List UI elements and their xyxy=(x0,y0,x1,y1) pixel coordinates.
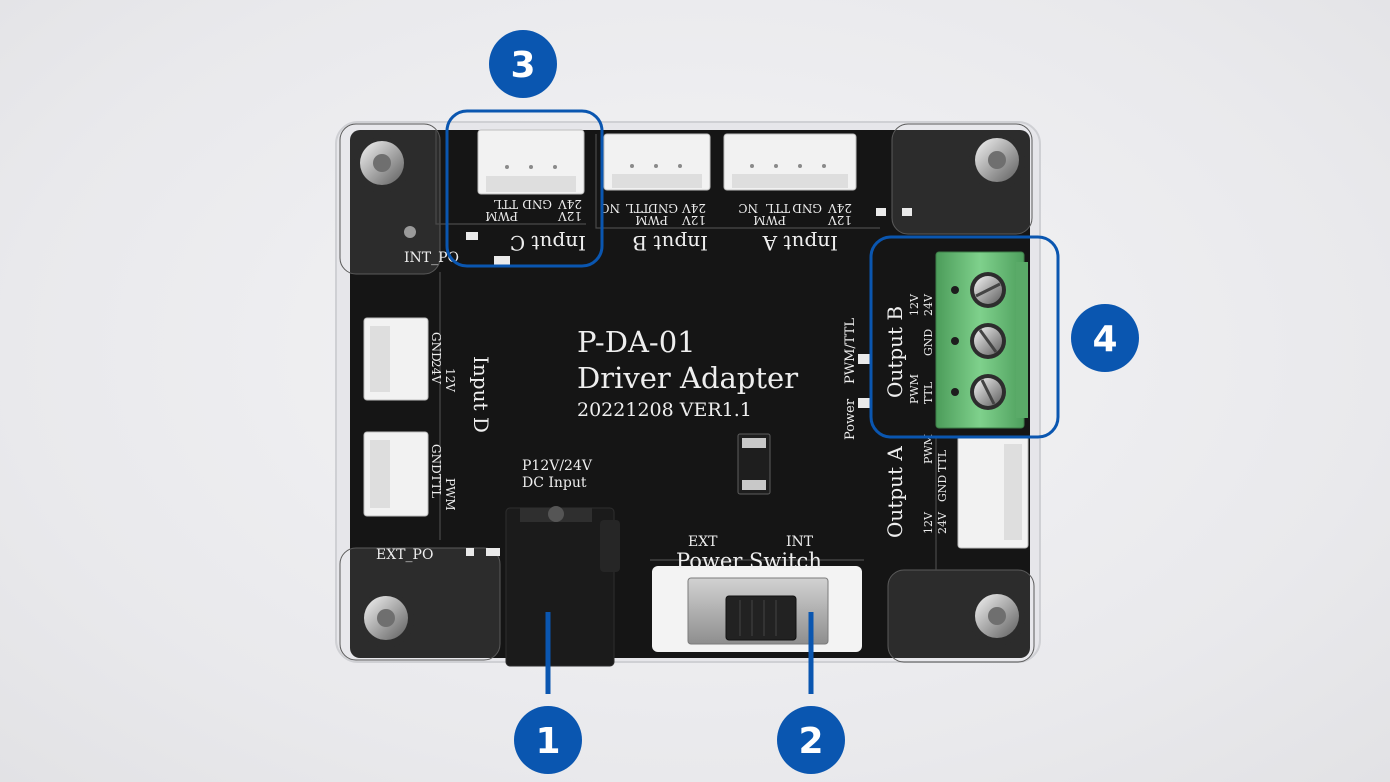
output-b-pin-12v: 12V xyxy=(908,293,921,316)
output-b-pin-pwm: PWM xyxy=(908,374,921,404)
input-c-pin-gnd: GND xyxy=(522,197,552,211)
screw-bl xyxy=(358,592,414,648)
input-a-pin-24v: 24V xyxy=(828,201,852,215)
input-c-pin-ttl: TTL xyxy=(494,197,518,211)
connector-input-b xyxy=(603,133,711,191)
input-c-pin-pwm: PWM xyxy=(485,209,518,223)
input-c-label: Input C xyxy=(510,231,586,255)
led-pwm-ttl xyxy=(858,354,872,364)
input-d-pin-24v: 24V xyxy=(429,360,443,384)
dc-input-label-2: DC Input xyxy=(522,475,587,491)
dc-barrel-jack xyxy=(505,506,620,667)
callout-number-2: 2 xyxy=(798,721,823,762)
input-a-pin-ttl: TTL xyxy=(766,201,790,215)
led-power xyxy=(858,398,872,408)
callout-badge-1: 1 xyxy=(514,706,582,774)
connector-input-a xyxy=(723,133,857,191)
input-d-label: Input D xyxy=(469,356,493,433)
led-pwm-ttl-label: PWM/TTL xyxy=(843,318,858,384)
input-d-pin-gnd: GND xyxy=(429,332,443,362)
output-b-label: Output B xyxy=(883,306,907,398)
callout-badge-3: 3 xyxy=(489,30,557,98)
ic-chip xyxy=(737,433,771,495)
highlight-box-output-b xyxy=(869,235,1060,439)
switch-int-label: INT xyxy=(786,534,814,550)
input-b-pin-12v: 12V xyxy=(682,213,706,227)
input-a-pin-pwm: PWM xyxy=(753,213,786,227)
power-slide-switch xyxy=(652,566,862,652)
output-b-pin-ttl: TTL xyxy=(922,381,935,404)
output-a-pin-gnd: GND xyxy=(936,475,949,502)
output-a-pin-24v: 24V xyxy=(936,511,949,534)
terminal-output-b xyxy=(935,251,1028,429)
input-d-pin-gnd-2: GND xyxy=(429,444,443,474)
input-c-pin-12v: 12V xyxy=(558,209,582,223)
screw-tr xyxy=(969,134,1025,190)
input-b-pin-24v: 24V xyxy=(682,201,706,215)
screw-tl xyxy=(354,137,410,193)
connector-output-a xyxy=(957,435,1029,549)
switch-ext-label: EXT xyxy=(688,534,718,550)
input-b-pin-gnd: GND xyxy=(648,201,678,215)
switch-title: Power Switch xyxy=(676,549,822,573)
output-a-pin-12v: 12V xyxy=(922,511,935,534)
silkscreen-outlines xyxy=(435,130,937,570)
input-b-pin-nc: NC xyxy=(600,201,620,215)
callout-badge-2: 2 xyxy=(777,706,845,774)
callout-number-1: 1 xyxy=(535,721,560,762)
input-a-pin-nc: NC xyxy=(738,201,758,215)
input-d-pin-12v: 12V xyxy=(443,368,457,392)
input-a-pin-12v: 12V xyxy=(828,213,852,227)
input-b-label: Input B xyxy=(632,231,708,255)
dc-input-label-1: P12V/24V xyxy=(522,458,593,474)
input-d-pin-ttl: TTL xyxy=(429,474,443,498)
terminal-screw-1 xyxy=(970,272,1006,308)
ext-po-label: EXT_PO xyxy=(376,547,433,563)
connector-input-d-top xyxy=(363,317,429,401)
int-po-label: INT_PO xyxy=(404,250,459,266)
output-b-pin-gnd: GND xyxy=(922,329,935,356)
input-c-pin-24v: 24V xyxy=(558,197,582,211)
highlight-box-input-c xyxy=(445,109,604,268)
callout-badge-4: 4 xyxy=(1071,304,1139,372)
led-power-label: Power xyxy=(843,398,858,440)
input-d-pin-pwm: PWM xyxy=(443,478,457,511)
screw-br xyxy=(969,590,1025,646)
input-a-label: Input A xyxy=(762,231,838,255)
callout-number-4: 4 xyxy=(1092,319,1117,360)
board-name: Driver Adapter xyxy=(577,361,798,395)
connector-input-d-bottom xyxy=(363,431,429,517)
input-b-pin-ttl: TTL xyxy=(626,201,650,215)
output-b-pin-24v: 24V xyxy=(922,293,935,316)
terminal-screw-3 xyxy=(970,374,1006,410)
input-b-pin-pwm: PWM xyxy=(635,213,668,227)
input-a-pin-gnd: GND xyxy=(792,201,822,215)
connector-input-c xyxy=(477,129,585,195)
output-a-pin-ttl: TTL xyxy=(936,449,949,472)
output-a-label: Output A xyxy=(883,446,907,538)
terminal-screw-2 xyxy=(970,323,1006,359)
callout-number-3: 3 xyxy=(510,45,535,86)
output-a-pin-pwm: PWM xyxy=(922,434,935,464)
board-model: P-DA-01 xyxy=(577,325,696,359)
board-version: 20221208 VER1.1 xyxy=(577,399,752,421)
